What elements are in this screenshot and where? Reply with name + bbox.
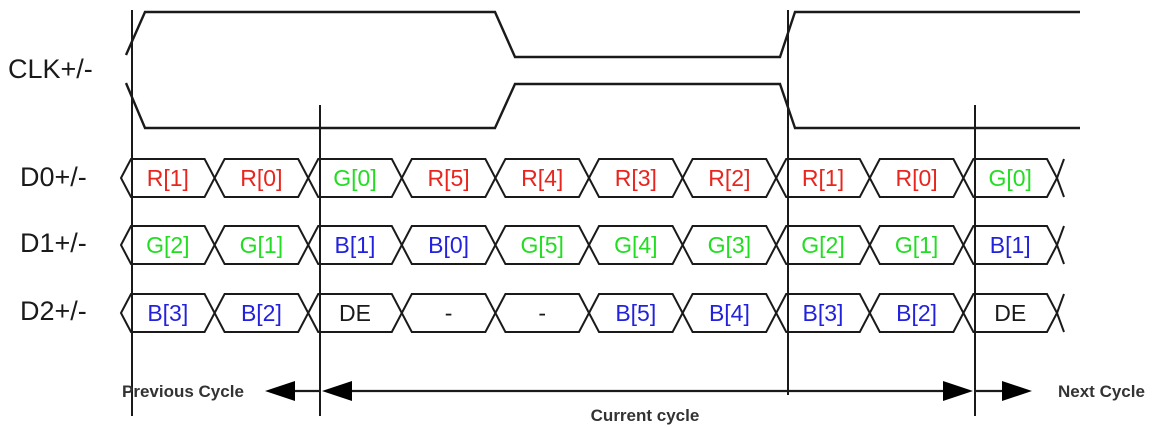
d2-lane-tail xyxy=(1056,293,1065,333)
d1-bit-label: B[0] xyxy=(428,232,469,258)
d1-bit-label: G[2] xyxy=(146,232,189,258)
clk-positive-waveform xyxy=(124,10,1080,59)
d2-bit-label: DE xyxy=(994,300,1026,326)
d1-lane-tail xyxy=(1056,225,1065,265)
d1-label: D1+/- xyxy=(20,228,87,258)
d2-bit-label: B[5] xyxy=(615,300,656,326)
d0-bit-label: R[0] xyxy=(240,165,282,191)
d2-bit-label: B[3] xyxy=(147,300,188,326)
d1-bit-label: G[1] xyxy=(240,232,283,258)
d1-bit-label: G[2] xyxy=(801,232,844,258)
d2-lane: B[3] B[2] DE - - B[5] B[4] B[3] B[2] DE xyxy=(119,293,1065,333)
d1-bit-label: G[1] xyxy=(895,232,938,258)
d0-label: D0+/- xyxy=(20,162,87,192)
d1-bit-label: B[1] xyxy=(335,232,376,258)
previous-cycle-arrowhead xyxy=(265,381,295,401)
d0-lane: R[1] R[0] G[0] R[5] R[4] R[3] R[2] R[1] R[0] G[0] xyxy=(119,158,1065,198)
d2-bit-label: - xyxy=(445,300,453,326)
previous-cycle-caption: Previous Cycle xyxy=(122,382,244,401)
d0-bit-label: G[0] xyxy=(333,165,376,191)
clk-negative-waveform xyxy=(124,82,1080,130)
d0-bit-label: R[1] xyxy=(147,165,189,191)
d2-bit-label: DE xyxy=(339,300,371,326)
current-cycle-caption: Current cycle xyxy=(591,406,700,425)
d0-lane-tail xyxy=(1056,158,1065,198)
d0-bit-label: R[5] xyxy=(428,165,470,191)
d1-bit-label: G[3] xyxy=(708,232,751,258)
d1-bit-label: B[1] xyxy=(990,232,1031,258)
current-cycle-arrowhead-left xyxy=(322,381,352,401)
d0-bit-label: R[1] xyxy=(802,165,844,191)
d0-bit-label: R[2] xyxy=(708,165,750,191)
current-cycle-arrowhead-right xyxy=(943,381,973,401)
next-cycle-caption: Next Cycle xyxy=(1058,382,1145,401)
d2-label: D2+/- xyxy=(20,296,87,326)
d1-bit-label: G[5] xyxy=(520,232,563,258)
d0-bit-label: G[0] xyxy=(988,165,1031,191)
d2-bit-label: B[4] xyxy=(709,300,750,326)
d2-bit-label: B[2] xyxy=(241,300,282,326)
d2-bit-label: B[3] xyxy=(803,300,844,326)
d2-bit-label: - xyxy=(538,300,546,326)
d1-lane: G[2] G[1] B[1] B[0] G[5] G[4] G[3] G[2] G[1] B[1] xyxy=(119,225,1065,265)
next-cycle-arrowhead xyxy=(1002,381,1032,401)
d1-bit-label: G[4] xyxy=(614,232,657,258)
d0-bit-label: R[3] xyxy=(615,165,657,191)
d2-bit-label: B[2] xyxy=(896,300,937,326)
clk-label: CLK+/- xyxy=(8,54,93,84)
d0-bit-label: R[0] xyxy=(896,165,938,191)
d0-bit-label: R[4] xyxy=(521,165,563,191)
